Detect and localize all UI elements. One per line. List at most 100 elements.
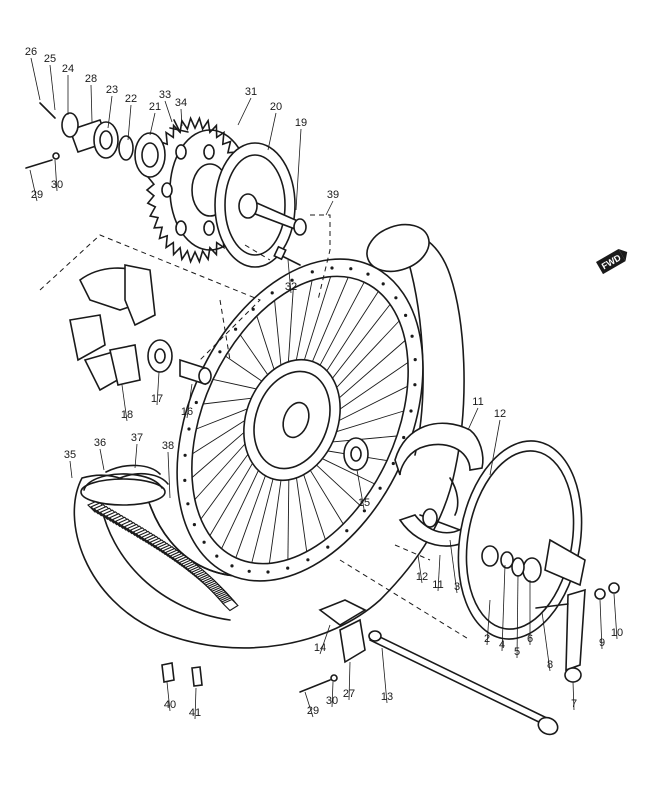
leader-line-11	[437, 554, 441, 592]
leader-line-14	[319, 624, 331, 655]
leader-line-33	[164, 100, 173, 123]
leader-line-12	[417, 554, 423, 584]
callout-22: 22	[125, 93, 137, 105]
leader-line-9	[599, 599, 603, 650]
cush-bearing-and-spacer	[147, 339, 212, 386]
tire-tread	[87, 500, 239, 612]
axle-spacer-and-adjuster	[299, 599, 367, 693]
brake-arm-assembly	[535, 582, 620, 683]
callout-12: 12	[494, 408, 506, 420]
leader-line-15	[356, 469, 365, 510]
lock-pins	[169, 119, 189, 133]
callout-32: 32	[285, 281, 297, 293]
callout-30: 30	[326, 695, 338, 707]
callout-17: 17	[151, 393, 163, 405]
leader-line-5	[516, 574, 519, 659]
callout-40: 40	[164, 699, 176, 711]
leader-line-40	[166, 681, 171, 712]
leader-line-31	[237, 97, 252, 126]
callout-24: 24	[62, 63, 74, 75]
callout-25: 25	[44, 53, 56, 65]
leader-line-38	[167, 451, 171, 499]
callout-30: 30	[51, 179, 63, 191]
callout-12: 12	[416, 571, 428, 583]
callout-34: 34	[175, 97, 187, 109]
callout-26: 26	[25, 46, 37, 58]
leader-line-26	[30, 57, 41, 101]
spokes	[191, 276, 409, 564]
callout-7: 7	[571, 698, 577, 710]
callout-37: 37	[131, 432, 143, 444]
tire	[73, 223, 465, 649]
callout-6: 6	[527, 633, 533, 645]
leader-line-13	[381, 647, 388, 704]
callout-11: 11	[432, 579, 443, 591]
leader-line-20	[267, 112, 277, 151]
callout-29: 29	[307, 705, 319, 717]
leader-line-29	[29, 169, 38, 202]
sprocket-carrier	[214, 142, 307, 268]
callout-15: 15	[358, 497, 370, 509]
callout-16: 16	[181, 406, 193, 418]
callout-14: 14	[314, 642, 326, 654]
leader-line-32	[287, 259, 292, 294]
callout-35: 35	[64, 449, 76, 461]
wheel-bearing	[343, 437, 369, 471]
leader-line-35	[69, 460, 73, 479]
leader-line-7	[572, 681, 575, 711]
callout-39: 39	[327, 189, 339, 201]
callout-38: 38	[162, 440, 174, 452]
leader-line-21	[149, 112, 156, 136]
callout-28: 28	[85, 73, 97, 85]
callout-29: 29	[31, 189, 43, 201]
leader-line-23	[107, 95, 113, 129]
leader-line-2	[486, 599, 491, 646]
leader-line-37	[134, 443, 138, 469]
leader-line-22	[127, 104, 132, 141]
sprocket-bolt	[273, 245, 301, 266]
callout-31: 31	[245, 86, 257, 98]
callout-23: 23	[106, 84, 118, 96]
leader-line-8	[541, 611, 551, 672]
callout-10: 10	[611, 627, 623, 639]
callout-21: 21	[149, 101, 161, 113]
leader-line-4	[501, 564, 506, 652]
callout-20: 20	[270, 101, 282, 113]
brake-washers	[500, 551, 525, 577]
callout-3: 3	[454, 581, 460, 593]
leader-line-34	[180, 108, 183, 127]
callout-9: 9	[599, 637, 605, 649]
leader-line-30	[54, 159, 58, 192]
leader-line-30	[331, 681, 334, 708]
balance-weights	[161, 662, 203, 687]
leader-line-3	[449, 539, 458, 594]
rim-band	[105, 464, 161, 475]
callout-labels: 2625242823222133343120192930393217161835…	[25, 46, 623, 720]
leader-line-11	[467, 407, 479, 431]
callout-27: 27	[343, 688, 355, 700]
leader-line-41	[194, 687, 197, 720]
callout-2: 2	[484, 633, 490, 645]
brake-cam	[419, 508, 461, 531]
fwd-direction-badge: FWD	[596, 248, 628, 275]
hub-spacers-and-bearings	[25, 102, 166, 178]
callout-36: 36	[94, 437, 106, 449]
wheel-rim-and-spokes	[176, 258, 424, 582]
callout-11: 11	[472, 396, 483, 408]
leader-line-39	[325, 200, 334, 216]
callout-19: 19	[295, 117, 307, 129]
callout-8: 8	[547, 659, 553, 671]
brake-panel	[457, 440, 586, 640]
leader-line-25	[49, 64, 56, 111]
callout-41: 41	[189, 707, 201, 719]
callout-13: 13	[381, 691, 393, 703]
assembly-line	[219, 244, 471, 641]
cush-drive-dampers	[39, 234, 261, 392]
leader-line-29	[304, 691, 314, 718]
callout-4: 4	[499, 639, 505, 651]
leader-line-27	[348, 661, 351, 701]
callout-18: 18	[121, 409, 133, 421]
rear-axle	[368, 630, 559, 736]
